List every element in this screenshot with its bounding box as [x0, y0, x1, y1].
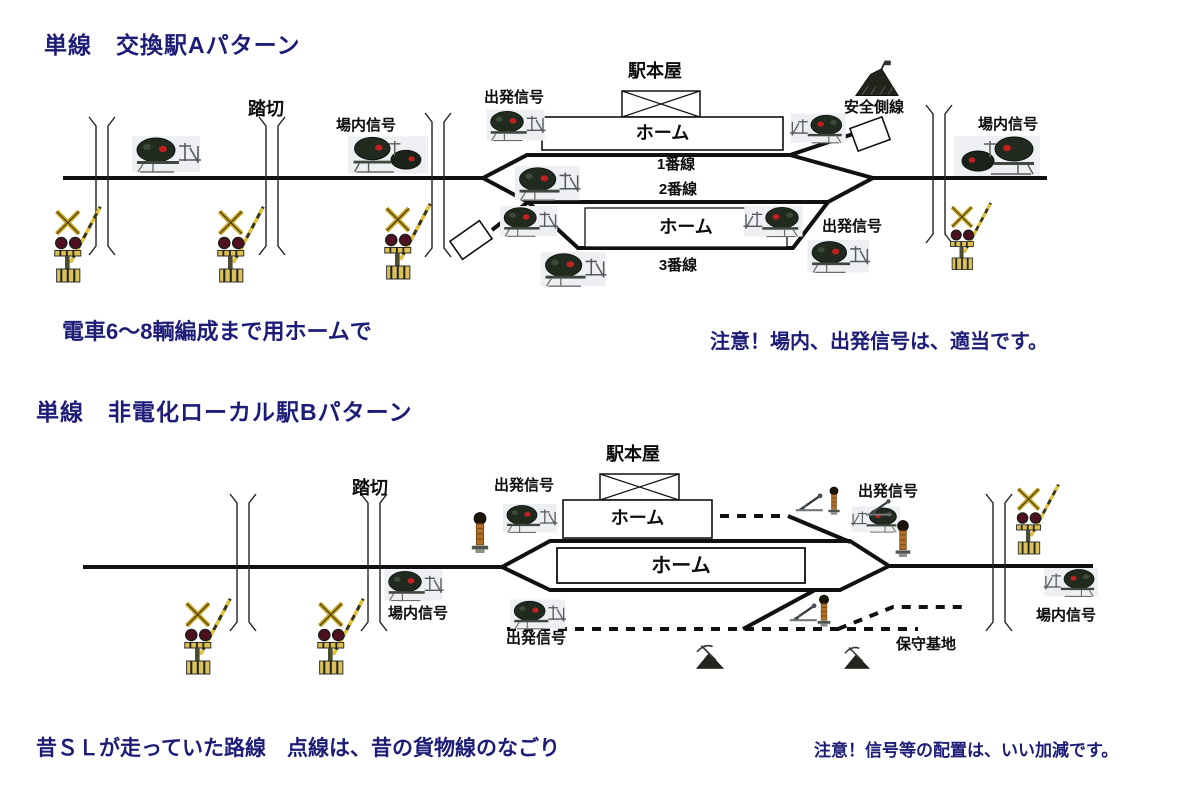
maintenance-mound-icon — [696, 644, 724, 670]
home-signal-label: 場内信号 — [1036, 607, 1097, 624]
buffer-mound-icon — [854, 60, 900, 97]
maintenance-base-label: 保守基地 — [896, 636, 957, 653]
crossing-road-marks — [258, 116, 286, 256]
crossing-signal-icon — [318, 599, 364, 674]
diagram-a-crossings — [88, 104, 953, 258]
signal-icon — [514, 165, 582, 201]
platform-upper-box — [541, 116, 784, 151]
platform-label: ホーム — [635, 122, 690, 143]
crossing-signal-icon — [185, 599, 230, 674]
track1-label: 1番線 — [656, 155, 696, 173]
platform-side-box — [562, 499, 713, 539]
b-dashed-depot-spur — [837, 605, 968, 631]
diagram-a-title: 単線 交換駅Aパターン — [44, 32, 301, 58]
diagram-b-note: 注意！信号等の配置は、いい加減です。 — [814, 741, 1119, 760]
b-south-track — [501, 564, 890, 592]
crossing-label: 踏切 — [248, 99, 284, 119]
station-building-label: 駅本屋 — [606, 444, 660, 464]
track3-label: 3番線 — [658, 256, 698, 274]
point-lever-icon — [788, 602, 818, 622]
platform-island-box — [556, 547, 806, 584]
departure-signal-label: 出発信号 — [506, 630, 567, 647]
crossing-road-marks — [229, 493, 257, 632]
diagram-b-title: 単線 非電化ローカル駅Bパターン — [36, 399, 413, 425]
crossing-road-marks — [424, 112, 452, 258]
diagram-b-crossings — [229, 493, 1013, 632]
departure-signal-label: 出発信号 — [858, 483, 919, 500]
buffer-stop-box-icon — [848, 115, 892, 153]
home-signal-icon — [1042, 567, 1098, 598]
crossing-signal-icon — [1017, 485, 1059, 554]
crossing-label: 踏切 — [352, 478, 388, 498]
departure-signal-icon — [806, 239, 871, 274]
crossing-road-marks — [985, 493, 1013, 632]
home-signal-icon — [953, 135, 1040, 177]
signal-icon — [789, 112, 847, 144]
a-merge-line — [827, 176, 874, 204]
station-building-cross — [621, 90, 701, 118]
crossing-road-marks — [88, 116, 116, 256]
semaphore-post-icon — [471, 511, 489, 554]
home-signal-label: 場内信号 — [388, 605, 449, 622]
b-freight-upper-join — [787, 514, 851, 544]
platform-label: ホーム — [651, 554, 711, 577]
diagram-a-icons — [55, 60, 1040, 287]
semaphore-post-icon — [895, 519, 911, 558]
platform-label: ホーム — [659, 216, 713, 237]
departure-signal-icon — [503, 503, 559, 534]
b-north-track — [501, 539, 891, 569]
diagram-b-old-freight-lines — [507, 514, 968, 631]
departure-signal-icon — [510, 598, 567, 630]
diagram-a-note: 注意！場内、出発信号は、適当です。 — [710, 331, 1048, 353]
track2-label: 2番線 — [658, 180, 698, 198]
home-signal-label: 場内信号 — [978, 116, 1039, 133]
diagram-b-structures — [556, 473, 806, 584]
semaphore-post-icon — [817, 594, 831, 628]
crossing-signal-icon — [950, 203, 990, 270]
signal-icon — [131, 135, 202, 173]
semaphore-post-icon — [827, 486, 841, 516]
diagram-a-caption: 電車6～8輌編成まで用ホームで — [62, 319, 372, 344]
departure-signal-label: 出発信号 — [822, 218, 883, 235]
departure-signal-label: 出発信号 — [494, 477, 555, 494]
crossing-signal-icon — [385, 204, 431, 279]
point-lever-icon — [794, 492, 824, 512]
crossing-signal-icon — [218, 207, 263, 282]
signal-icon — [500, 205, 559, 238]
station-building-label: 駅本屋 — [628, 61, 682, 81]
diagram-b-tracks — [83, 514, 1093, 631]
a-track1-line — [482, 153, 790, 180]
b-freight-lower-join — [742, 588, 816, 631]
buffer-stop-box-icon — [448, 219, 494, 261]
crossing-road-marks — [925, 104, 953, 244]
safety-siding-label: 安全側線 — [844, 99, 905, 116]
maintenance-mound-icon — [844, 646, 870, 670]
station-building-cross — [599, 473, 680, 501]
platform-label: ホーム — [610, 508, 665, 529]
departure-signal-icon — [486, 109, 547, 142]
crossing-signal-icon — [55, 207, 101, 282]
crossing-road-marks — [360, 493, 388, 632]
home-signal-icon — [348, 135, 430, 175]
departure-signal-label: 出発信号 — [484, 89, 545, 106]
home-signal-label: 場内信号 — [336, 117, 397, 134]
signal-icon — [540, 251, 608, 287]
diagram-b-caption: 昔ＳＬが走っていた路線 点線は、昔の貨物線のなごり — [36, 737, 560, 760]
home-signal-icon — [384, 569, 445, 602]
